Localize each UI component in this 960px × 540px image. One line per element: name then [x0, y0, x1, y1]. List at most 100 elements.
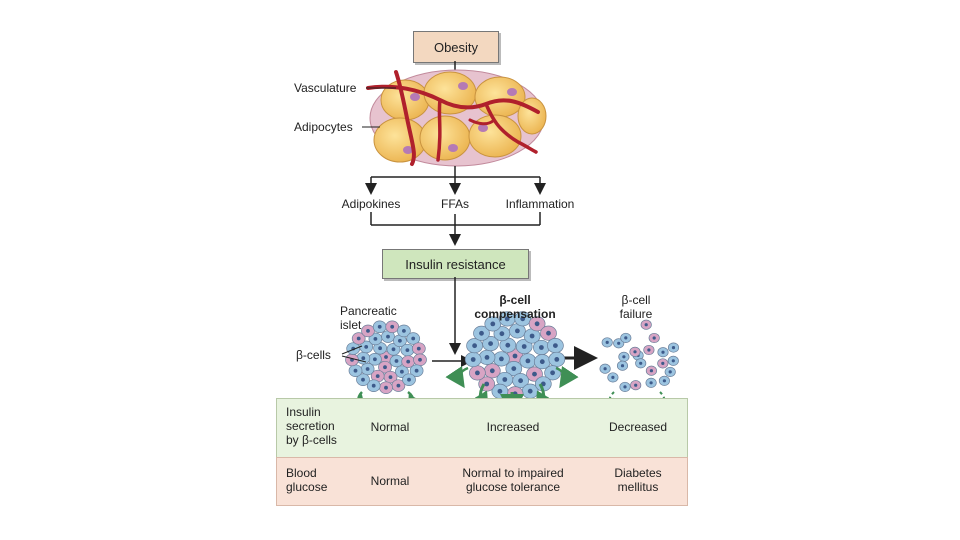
cell-nucleus: [406, 359, 411, 364]
glucose-diabetes-mellitus: Diabetes mellitus: [614, 466, 662, 494]
cell-nucleus: [391, 347, 396, 352]
cell-nucleus: [484, 381, 490, 387]
cell-nucleus: [515, 328, 520, 334]
vasculature-label: Vasculature: [294, 81, 357, 95]
cell-nucleus: [661, 350, 665, 354]
cell-nucleus: [546, 330, 551, 336]
cell-nucleus: [356, 336, 361, 341]
cell-nucleus: [371, 383, 376, 388]
cell-nucleus: [605, 340, 609, 344]
glucose-impaired-tolerance: Normal to impaired glucose tolerance: [462, 466, 564, 494]
cell-nucleus: [475, 370, 480, 376]
insulin-secretion-row: Insulin secretion by β-cells Normal Incr…: [276, 398, 688, 458]
cell-nucleus: [649, 369, 654, 373]
blood-glucose-row: Blood glucose Normal Normal to impaired …: [276, 457, 688, 506]
cell-nucleus: [411, 336, 416, 341]
cell-nucleus: [661, 361, 665, 365]
insulin-resistance-label: Insulin resistance: [405, 256, 506, 272]
cell-nucleus: [407, 377, 411, 382]
cell-nucleus: [532, 371, 537, 377]
obesity-label: Obesity: [433, 39, 479, 55]
cell-nucleus: [375, 374, 380, 378]
cell-nucleus: [502, 377, 508, 382]
cell-nucleus: [489, 368, 495, 374]
cell-nucleus: [479, 330, 484, 336]
cell-nucleus: [550, 370, 555, 376]
cell-nucleus: [505, 342, 511, 348]
beta-cell-compensation-label: β-cell compensation: [474, 293, 556, 321]
cell-nucleus: [647, 348, 651, 352]
cell-nucleus: [405, 348, 410, 352]
cell-nucleus: [620, 364, 625, 368]
cell-nucleus: [470, 357, 476, 362]
compensated-islet-illustration: [464, 311, 566, 402]
cell-nucleus: [418, 357, 422, 362]
cell-nucleus: [383, 365, 387, 370]
beta-cell-failure-label: β-cell failure: [619, 293, 653, 321]
adipocytes-label: Adipocytes: [294, 120, 353, 134]
cell-nucleus: [394, 359, 399, 363]
cell-nucleus: [520, 316, 526, 322]
cell-nucleus: [373, 357, 377, 362]
secretion-normal: Normal: [370, 420, 410, 434]
cell-nucleus: [671, 346, 676, 350]
cell-nucleus: [353, 368, 358, 373]
cell-nucleus: [373, 337, 378, 341]
cell-nucleus: [388, 375, 393, 379]
cell-nucleus: [512, 353, 518, 359]
cell-nucleus: [384, 385, 388, 390]
cell-nucleus: [525, 358, 531, 364]
cell-nucleus: [400, 369, 404, 374]
cell-nucleus: [662, 379, 667, 383]
cell-nucleus: [652, 336, 656, 340]
cell-nucleus: [361, 356, 366, 361]
cell-nucleus: [671, 359, 675, 363]
cell-nucleus: [527, 388, 533, 394]
cell-nucleus: [499, 331, 505, 337]
glucose-normal: Normal: [370, 474, 410, 488]
secretion-increased: Increased: [486, 420, 540, 434]
cell-nucleus: [518, 378, 523, 384]
cell-nucleus: [521, 344, 527, 349]
cell-nucleus: [377, 324, 382, 329]
cell-nucleus: [472, 343, 477, 349]
cell-nucleus: [504, 316, 510, 322]
cell-nucleus: [622, 355, 626, 359]
cell-nucleus: [378, 346, 382, 351]
cell-nucleus: [484, 355, 490, 360]
inflammation-label: Inflammation: [505, 197, 575, 211]
cell-nucleus: [633, 350, 637, 354]
cell-nucleus: [539, 345, 544, 350]
failing-islet-illustration: [599, 319, 680, 392]
cell-nucleus: [624, 336, 628, 340]
cell-nucleus: [366, 329, 370, 333]
cell-nucleus: [553, 343, 558, 348]
ffas-label: FFAs: [440, 197, 470, 211]
cell-nucleus: [402, 329, 406, 333]
cell-nucleus: [617, 341, 621, 345]
adipose-tissue-illustration: [366, 69, 547, 167]
cell-nucleus: [386, 334, 390, 339]
cell-nucleus: [623, 385, 627, 389]
cell-nucleus: [539, 359, 545, 365]
cell-nucleus: [490, 321, 496, 327]
cell-nucleus: [390, 324, 395, 329]
cell-nucleus: [497, 388, 503, 394]
cell-nucleus: [499, 356, 504, 362]
beta-cells-label: β-cells: [296, 348, 331, 362]
cell-nucleus: [639, 361, 643, 365]
pancreatic-islet-label: Pancreatic islet: [340, 304, 397, 332]
cell-nucleus: [644, 323, 648, 327]
blood-glucose-header: Blood glucose: [286, 466, 328, 494]
cell-nucleus: [534, 321, 540, 327]
cell-nucleus: [611, 375, 615, 379]
cell-nucleus: [529, 333, 535, 339]
cell-nucleus: [634, 383, 638, 387]
obesity-box: Obesity: [413, 31, 499, 63]
cell-nucleus: [384, 355, 388, 359]
cell-nucleus: [488, 341, 493, 346]
cell-nucleus: [361, 377, 365, 382]
cell-nucleus: [364, 345, 369, 349]
cell-nucleus: [668, 370, 672, 374]
